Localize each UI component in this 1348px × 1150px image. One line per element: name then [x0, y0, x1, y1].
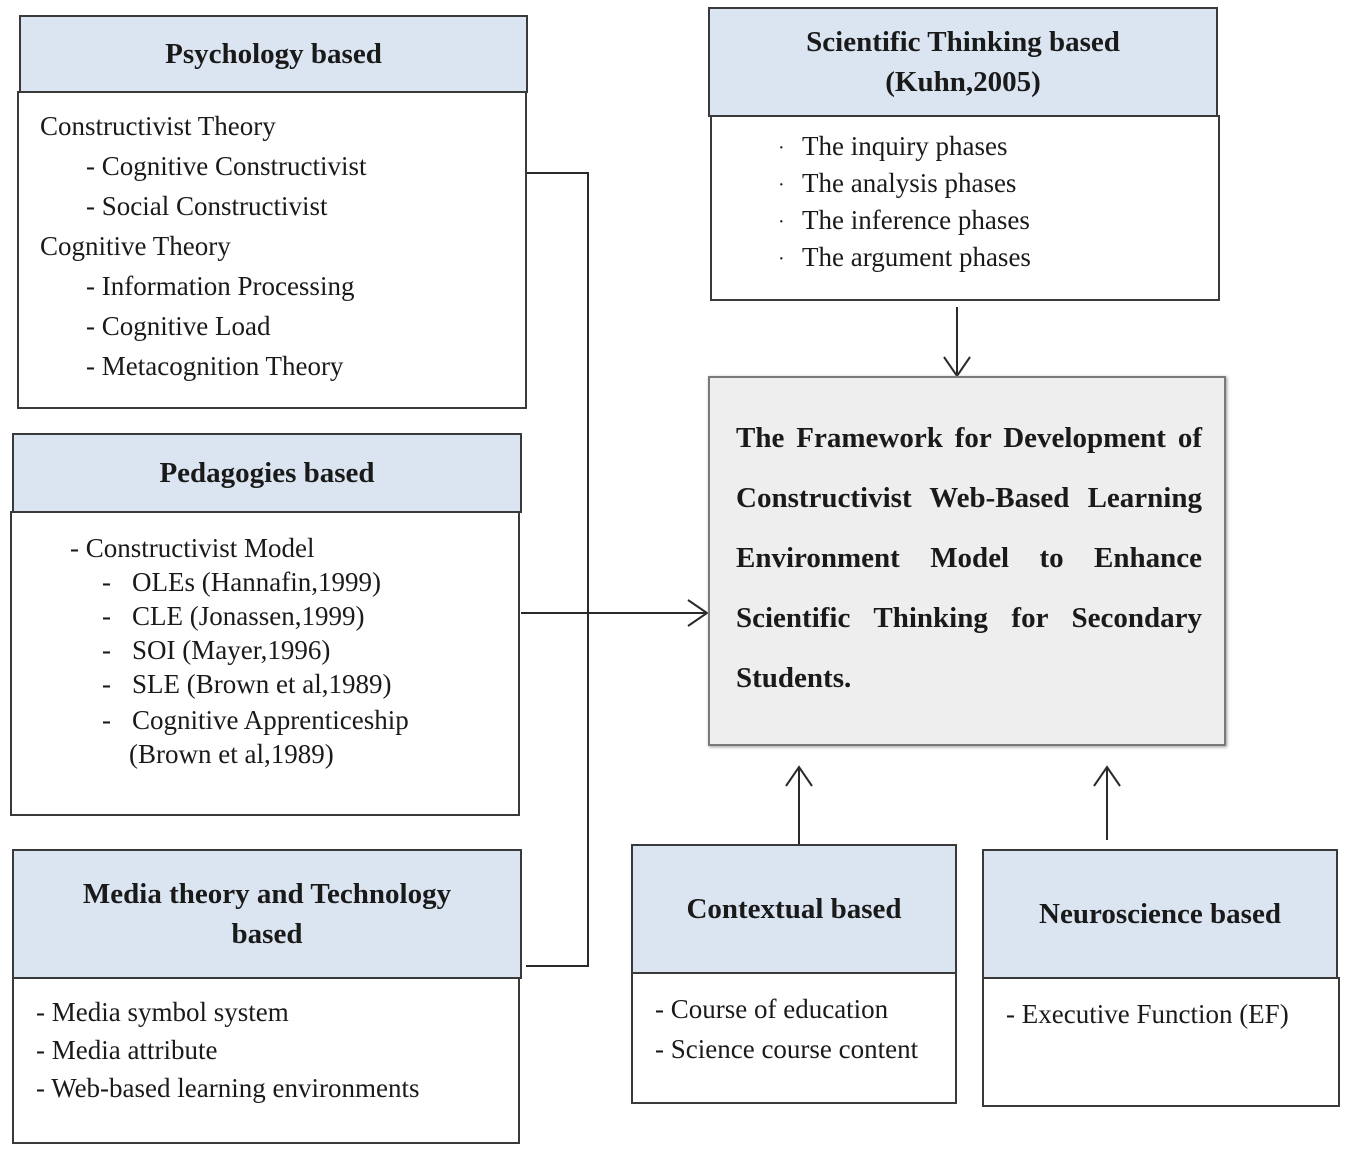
- media-item: - Media symbol system: [36, 997, 289, 1027]
- neuroscience-item: - Executive Function (EF): [1006, 999, 1289, 1029]
- media-item: - Web-based learning environments: [36, 1073, 420, 1103]
- scientific-bullet: ·: [778, 211, 785, 233]
- arrow-contextual-head: [785, 765, 813, 787]
- contextual-item: - Course of education: [655, 994, 889, 1024]
- contextual-title: Contextual based: [686, 893, 902, 925]
- media-body: - Media symbol system - Media attribute …: [12, 977, 520, 1144]
- arrow-neuroscience-head: [1093, 765, 1121, 787]
- psychology-item: - Information Processing: [86, 271, 355, 301]
- scientific-title-line1: Scientific Thinking based: [806, 26, 1120, 58]
- pedagogies-bullet: -: [102, 635, 111, 665]
- pedagogies-item: OLEs (Hannafin,1999): [132, 567, 381, 597]
- pedagogies-item: Cognitive Apprenticeship: [132, 705, 409, 735]
- scientific-bullet: ·: [778, 248, 785, 270]
- scientific-bullet: ·: [778, 174, 785, 196]
- contextual-header: Contextual based: [631, 844, 957, 974]
- psychology-item: - Social Constructivist: [86, 191, 328, 221]
- pedagogies-title: Pedagogies based: [159, 457, 375, 489]
- framework-text: The Framework for Development of Constru…: [736, 422, 1202, 694]
- psychology-item: Constructivist Theory: [40, 111, 276, 141]
- psychology-item: Cognitive Theory: [40, 231, 231, 261]
- pedagogies-header: Pedagogies based: [12, 433, 522, 513]
- scientific-item: The analysis phases: [802, 168, 1017, 198]
- scientific-item: The argument phases: [802, 242, 1031, 272]
- psychology-item: - Metacognition Theory: [86, 351, 344, 381]
- media-title-line1: Media theory and Technology: [82, 878, 452, 910]
- pedagogies-bullet: -: [102, 669, 111, 699]
- neuroscience-header: Neuroscience based: [982, 849, 1338, 979]
- psychology-header: Psychology based: [19, 15, 528, 93]
- pedagogies-item: (Brown et al,1989): [129, 739, 334, 769]
- pedagogies-item: - Constructivist Model: [70, 533, 315, 563]
- neuroscience-title: Neuroscience based: [1039, 898, 1281, 930]
- arrow-pedagogies-head: [687, 599, 709, 627]
- bracket-line: [526, 172, 589, 967]
- framework-box: The Framework for Development of Constru…: [708, 376, 1226, 746]
- media-header: Media theory and Technology based: [12, 849, 522, 979]
- scientific-body: · The inquiry phases · The analysis phas…: [710, 115, 1220, 301]
- pedagogies-item: SOI (Mayer,1996): [132, 635, 331, 665]
- media-title-line2: based: [231, 918, 303, 950]
- pedagogies-body: - Constructivist Model - OLEs (Hannafin,…: [10, 511, 520, 816]
- scientific-item: The inference phases: [802, 205, 1030, 235]
- neuroscience-body: - Executive Function (EF): [982, 977, 1340, 1107]
- contextual-item: - Science course content: [655, 1034, 919, 1064]
- pedagogies-bullet: -: [102, 567, 111, 597]
- scientific-item: The inquiry phases: [802, 131, 1008, 161]
- scientific-title-line2: (Kuhn,2005): [885, 66, 1041, 98]
- pedagogies-item: SLE (Brown et al,1989): [132, 669, 392, 699]
- pedagogies-bullet: -: [102, 705, 111, 735]
- psychology-item: - Cognitive Constructivist: [86, 151, 367, 181]
- pedagogies-bullet: -: [102, 601, 111, 631]
- media-item: - Media attribute: [36, 1035, 218, 1065]
- pedagogies-item: CLE (Jonassen,1999): [132, 601, 365, 631]
- scientific-bullet: ·: [778, 137, 785, 159]
- psychology-body: Constructivist Theory - Cognitive Constr…: [17, 91, 527, 409]
- scientific-header: Scientific Thinking based (Kuhn,2005): [708, 7, 1218, 117]
- contextual-body: - Course of education - Science course c…: [631, 972, 957, 1104]
- psychology-item: - Cognitive Load: [86, 311, 271, 341]
- psychology-title: Psychology based: [165, 38, 382, 70]
